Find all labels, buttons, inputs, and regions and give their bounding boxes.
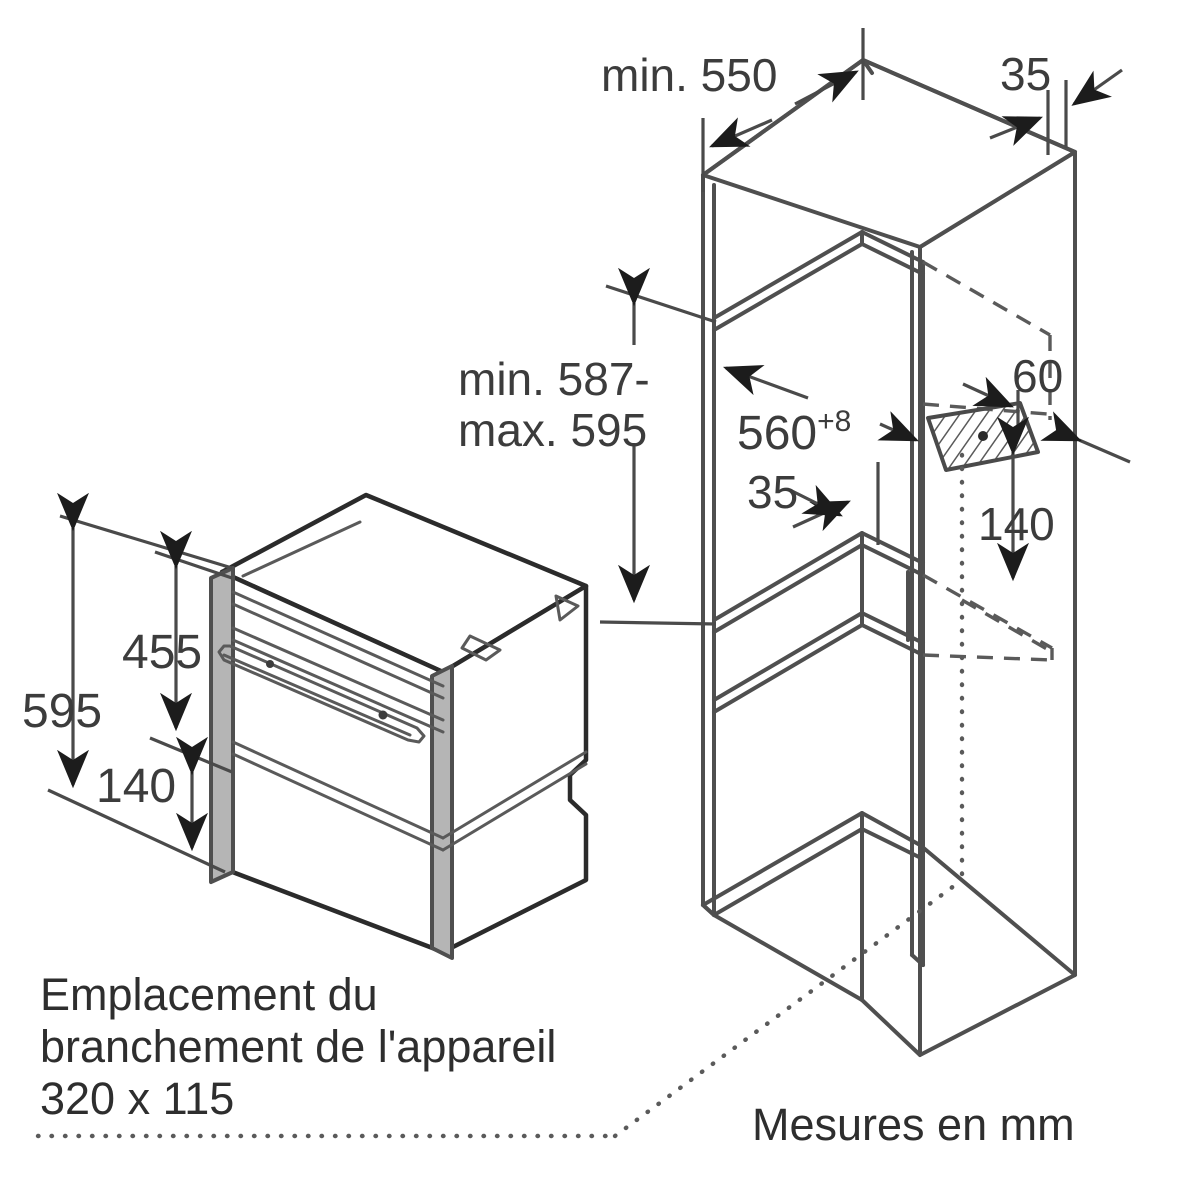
appliance-side-face xyxy=(440,583,589,955)
dim-label-niche-height-max: max. 595 xyxy=(458,404,647,456)
cabinet-right-side-panel xyxy=(918,150,1077,1057)
dim-label-niche-depth: min. 550 xyxy=(601,49,777,101)
dim-label-connection-height: 140 xyxy=(978,498,1055,550)
cabinet-shelf-upper xyxy=(712,230,925,332)
cabinet-shelf-middle xyxy=(712,531,925,634)
dim-niche-width-560: 560+8 xyxy=(722,365,919,460)
appliance-drawing xyxy=(209,492,589,960)
cabinet-niche-drawing xyxy=(701,58,1077,1057)
dim-label-appliance-base-height: 140 xyxy=(96,760,176,813)
cabinet-base-plinth xyxy=(701,811,1077,1057)
caption-units: Mesures en mm xyxy=(752,1099,1075,1150)
cabinet-shelf-lower xyxy=(712,543,925,714)
units-caption: Mesures en mm xyxy=(752,1099,1075,1150)
dim-label-appliance-total-height: 595 xyxy=(22,685,102,738)
dim-label-shelf-thickness: 35 xyxy=(747,466,798,518)
dim-connection-height-140: 140 xyxy=(978,416,1055,582)
dim-label-niche-width: 560+8 xyxy=(737,405,851,460)
dim-label-appliance-door-height: 455 xyxy=(122,626,202,679)
dim-side-thickness-35-top: 35 xyxy=(989,48,1123,155)
appliance-rear-notch xyxy=(460,594,580,662)
appliance-corner-trim xyxy=(430,664,454,960)
cabinet-left-inner-edge xyxy=(701,173,716,917)
dim-niche-height: min. 587- max. 595 xyxy=(458,267,717,626)
dim-niche-depth-550: min. 550 xyxy=(601,28,865,192)
appliance-top-seam xyxy=(241,520,362,578)
side-panel-pointer-arrow xyxy=(1040,411,1131,464)
dim-appliance-base-140: 140 xyxy=(96,736,208,852)
appliance-door-handle xyxy=(217,644,426,744)
appliance-left-trim xyxy=(209,566,235,884)
dim-label-side-thickness-top: 35 xyxy=(1000,48,1051,100)
dim-label-connection-offset: 60 xyxy=(1012,350,1063,402)
dim-shelf-thickness-35: 35 xyxy=(747,462,880,545)
connection-caption: Emplacement du branchement de l'appareil… xyxy=(40,969,556,1124)
appliance-control-panel xyxy=(231,590,445,734)
dim-label-niche-height-min: min. 587- xyxy=(458,353,650,405)
appliance-lower-seam xyxy=(231,740,588,852)
dim-appliance-door-455: 455 xyxy=(122,530,233,774)
caption-leader-dotted xyxy=(35,877,965,1139)
dim-appliance-total-595: 595 xyxy=(22,492,233,874)
caption-line-3: 320 x 115 xyxy=(40,1073,234,1124)
caption-line-2: branchement de l'appareil xyxy=(40,1021,556,1072)
caption-line-1: Emplacement du xyxy=(40,969,378,1020)
